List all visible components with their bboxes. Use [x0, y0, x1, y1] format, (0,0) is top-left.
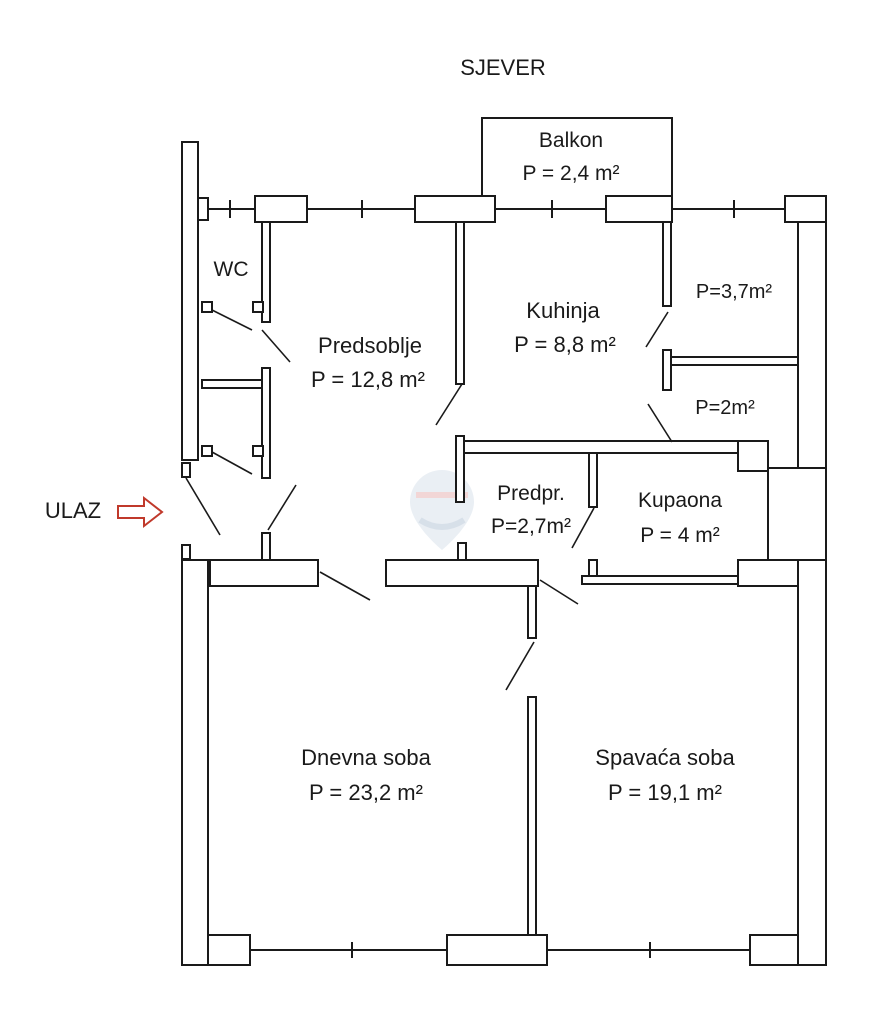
room-name-predprostor: Predpr. — [497, 482, 565, 505]
room-name-spavaca-soba: Spavaća soba — [595, 745, 735, 770]
room-area-predsoblje: P = 12,8 m² — [311, 367, 425, 392]
room-name-wc: WC — [214, 258, 249, 281]
room-area-dnevna-soba: P = 23,2 m² — [309, 780, 423, 805]
room-name-predsoblje: Predsoblje — [318, 333, 422, 358]
walls — [181, 141, 827, 966]
room-name-kuhinja: Kuhinja — [526, 298, 600, 323]
north-label: SJEVER — [460, 55, 546, 80]
entrance-label: ULAZ — [45, 498, 101, 523]
windows — [208, 117, 785, 958]
room-area-ostava-2: P=2m² — [695, 397, 755, 419]
entrance-arrow-icon — [117, 495, 164, 529]
room-area-kuhinja: P = 8,8 m² — [514, 332, 616, 357]
room-area-spavaca-soba: P = 19,1 m² — [608, 780, 722, 805]
room-name-dnevna-soba: Dnevna soba — [301, 745, 431, 770]
room-area-kupaona: P = 4 m² — [640, 524, 720, 547]
room-name-kupaona: Kupaona — [638, 489, 722, 512]
door-swings — [185, 309, 673, 691]
room-area-predprostor: P=2,7m² — [491, 515, 571, 538]
room-area-ostava-1: P=3,7m² — [696, 281, 772, 303]
room-name-balkon: Balkon — [539, 129, 603, 152]
room-area-balkon: P = 2,4 m² — [522, 162, 619, 185]
